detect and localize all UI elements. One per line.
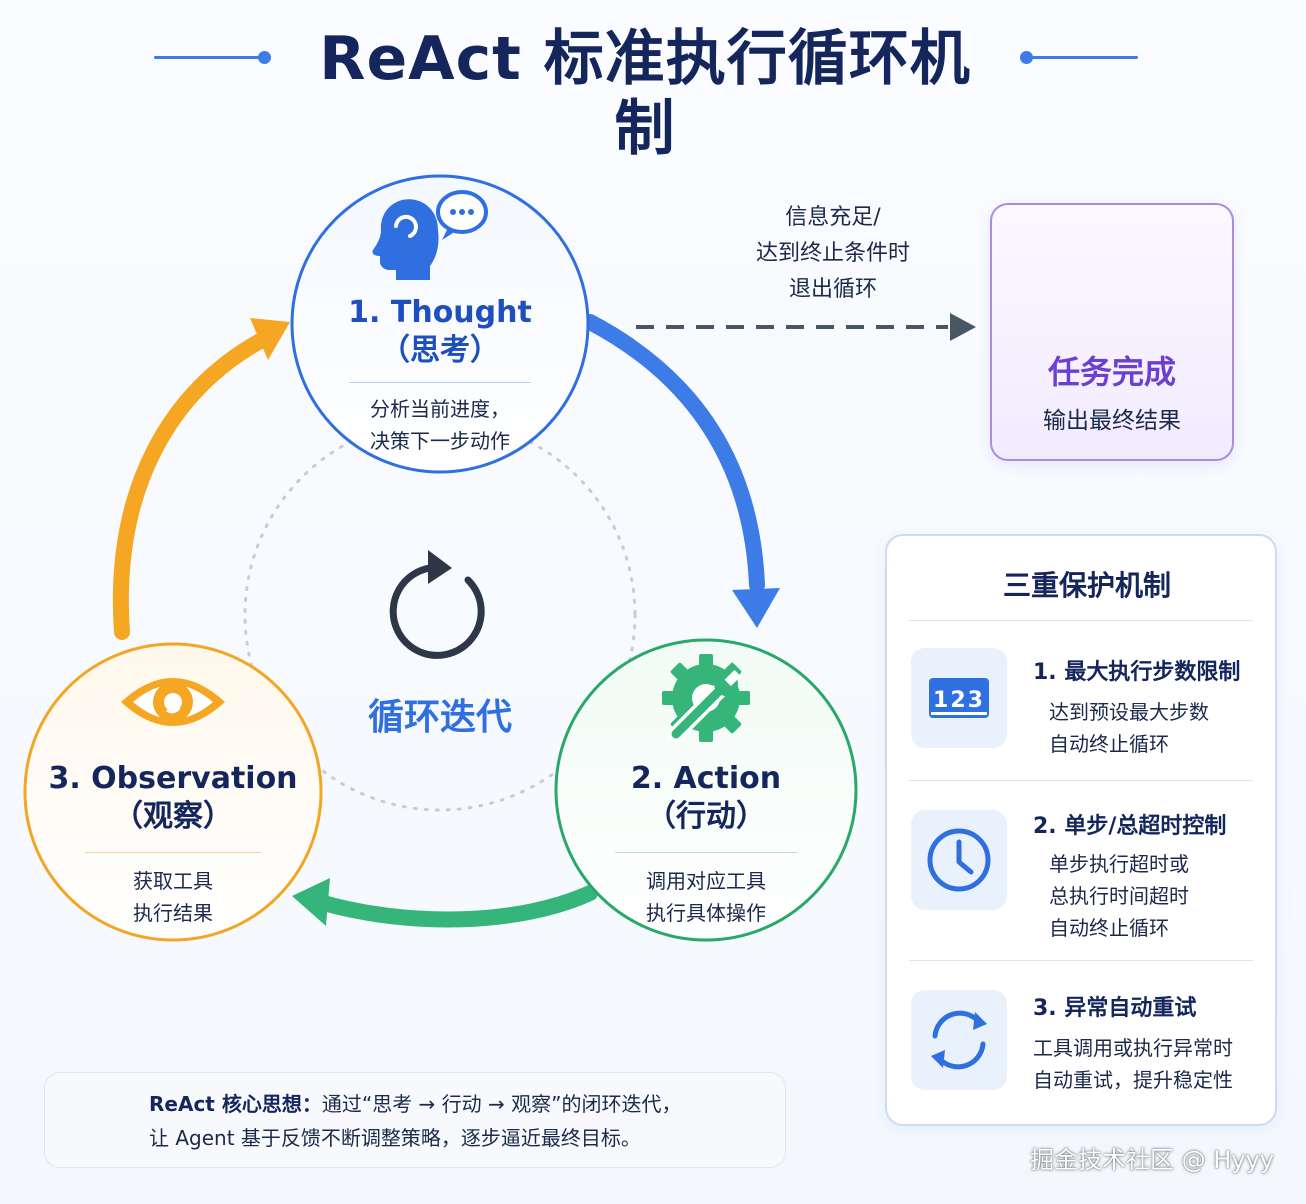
exit-label: 信息充足/ 达到终止条件时 退出循环 <box>728 200 938 308</box>
core-idea-line1-rest: 通过“思考 → 行动 → 观察”的闭环迭代， <box>321 1092 682 1116</box>
protect-item-2-desc-2: 总执行时间超时 <box>1049 884 1189 908</box>
thought-desc-line2: 决策下一步动作 <box>370 429 510 453</box>
task-complete-title: 任务完成 <box>1047 353 1176 391</box>
action-desc-line2: 执行具体操作 <box>646 901 766 925</box>
clock-icon-box <box>911 810 1007 910</box>
arrow-head-green <box>292 878 330 926</box>
eye-icon <box>121 678 225 726</box>
task-complete-desc: 输出最终结果 <box>1043 408 1181 434</box>
title-row: ReAct 标准执行循环机制 <box>0 22 1306 164</box>
core-idea-box: ReAct 核心思想：通过“思考 → 行动 → 观察”的闭环迭代， 让 Agen… <box>44 1072 786 1168</box>
observation-desc-line2: 执行结果 <box>133 901 213 925</box>
watermark: 掘金技术社区 @ Hyyy <box>1030 1146 1274 1174</box>
observation-title: 3. Observation <box>48 761 298 796</box>
center-label: 循环迭代 <box>367 697 512 738</box>
thought-circle <box>290 174 590 474</box>
exit-arrow-head <box>950 313 976 341</box>
protect-item-3-desc-1: 工具调用或执行异常时 <box>1033 1036 1233 1060</box>
retry-icon <box>931 1010 987 1070</box>
protection-panel: 三重保护机制 123 1. 最大执行步数限制 达到预设最大步数 自动终止循环 2… <box>885 534 1277 1126</box>
arrow-action-to-observation <box>312 885 598 928</box>
action-divider <box>615 852 797 853</box>
clock-icon <box>927 828 991 892</box>
retry-icon-box <box>911 990 1007 1090</box>
protect-item-3-title: 3. 异常自动重试 <box>1033 996 1197 1021</box>
core-idea-label: ReAct 核心思想： <box>149 1092 322 1116</box>
core-idea-text: ReAct 核心思想：通过“思考 → 行动 → 观察”的闭环迭代， 让 Agen… <box>149 1087 769 1155</box>
observation-desc-line1: 获取工具 <box>133 869 213 893</box>
action-title: 2. Action <box>630 761 782 796</box>
action-subtitle: （行动） <box>646 799 766 834</box>
exit-label-line3: 退出循环 <box>788 277 877 302</box>
title-dot-left <box>258 51 271 64</box>
protect-item-2-desc-3: 自动终止循环 <box>1049 916 1169 940</box>
thought-title: 1. Thought <box>348 295 532 330</box>
core-idea-line2: 让 Agent 基于反馈不断调整策略，逐步逼近最终目标。 <box>149 1126 641 1150</box>
title-line-right <box>1030 56 1138 59</box>
action-desc-line1: 调用对应工具 <box>646 869 766 893</box>
protect-item-2-title: 2. 单步/总超时控制 <box>1033 814 1227 839</box>
observation-circle <box>23 642 323 942</box>
protection-separator <box>909 780 1253 781</box>
task-complete-card: 任务完成 输出最终结果 <box>990 203 1234 461</box>
thought-subtitle: （思考） <box>380 333 500 368</box>
protect-item-2-desc-1: 单步执行超时或 <box>1049 852 1189 876</box>
arrow-thought-to-action <box>582 314 765 593</box>
counter-icon-box: 123 <box>911 648 1007 748</box>
thought-node: 1. Thought （思考） 分析当前进度， 决策下一步动作 <box>330 294 550 457</box>
thought-desc-line1: 分析当前进度， <box>370 397 510 421</box>
protect-item-1-desc-2: 自动终止循环 <box>1049 732 1169 756</box>
protect-item-3-desc-2: 自动重试，提升稳定性 <box>1033 1068 1233 1092</box>
protect-item-1-title: 1. 最大执行步数限制 <box>1033 660 1241 685</box>
arrow-head-blue <box>732 588 780 628</box>
exit-label-line1: 信息充足/ <box>785 205 881 230</box>
thought-divider <box>349 382 531 383</box>
observation-subtitle: （观察） <box>113 799 233 834</box>
gear-wrench-icon <box>662 654 750 742</box>
protect-item-1-desc-1: 达到预设最大步数 <box>1049 700 1209 724</box>
protection-separator <box>909 960 1253 961</box>
page-title: ReAct 标准执行循环机制 <box>319 24 971 164</box>
counter-icon-text: 123 <box>933 688 985 713</box>
title-dot-right <box>1020 51 1033 64</box>
exit-label-line2: 达到终止条件时 <box>755 241 910 266</box>
title-line-left <box>154 56 264 59</box>
action-circle <box>554 638 858 942</box>
arrow-head-orange <box>250 318 290 360</box>
observation-divider <box>85 852 261 853</box>
action-node: 2. Action （行动） 调用对应工具 执行具体操作 <box>596 760 816 929</box>
protection-heading: 三重保护机制 <box>1003 569 1172 602</box>
protection-separator <box>909 620 1253 621</box>
core-idea-line1: ReAct 核心思想：通过“思考 → 行动 → 观察”的闭环迭代， <box>149 1087 769 1121</box>
dotted-ring <box>243 418 637 812</box>
observation-node: 3. Observation （观察） 获取工具 执行结果 <box>48 760 298 929</box>
refresh-icon <box>389 550 485 659</box>
arrow-observation-to-thought <box>113 332 270 640</box>
counter-icon: 123 <box>929 678 989 718</box>
head-chat-icon <box>372 190 488 280</box>
